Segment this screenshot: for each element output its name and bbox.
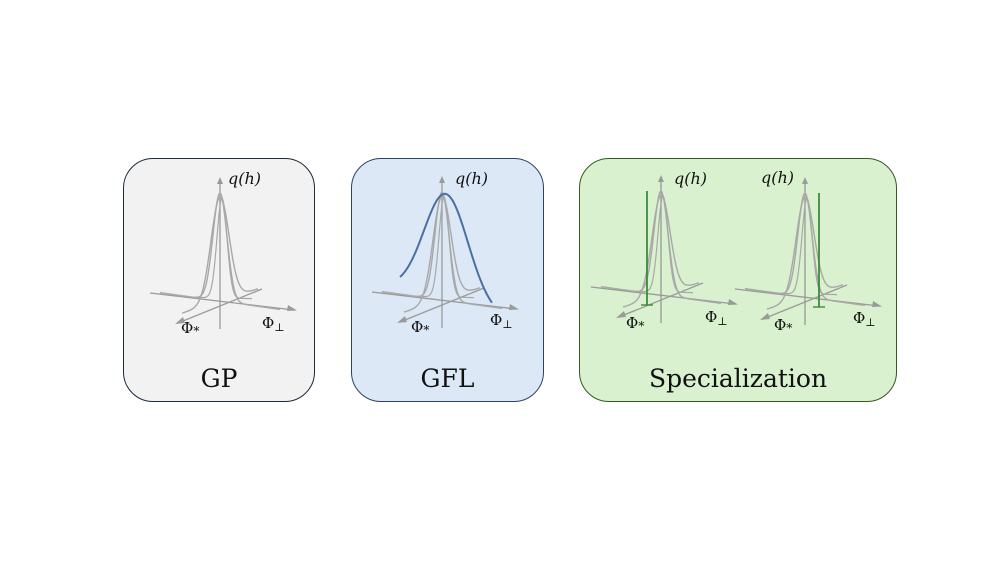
gp-phi-star-label: Φ*	[181, 319, 200, 338]
spec-left-phi-star-label: Φ*	[626, 314, 645, 333]
gaussian-curve-star	[403, 195, 481, 313]
phi-perp-axis	[149, 292, 295, 311]
gp-plot	[149, 177, 297, 329]
gfl-plot	[371, 176, 519, 328]
gaussian-curve-perp	[381, 190, 503, 310]
gfl-q-label: q(h)	[455, 169, 489, 188]
gaussian-curve-perp	[159, 191, 281, 311]
panel-specialization: q(h) Φ* Φ⊥ q(h) Φ* Φ⊥ Specialization	[579, 158, 897, 402]
gaussian-curve-star	[766, 196, 844, 310]
vertical-axis-arrow	[439, 176, 445, 183]
panel-gfl: q(h) Φ* Φ⊥ GFL	[351, 158, 544, 402]
phi-perp-axis-arrow	[287, 305, 297, 311]
phi-star-axis-arrow	[175, 317, 185, 324]
vertical-axis-arrow	[658, 175, 664, 182]
gfl-title: GFL	[420, 364, 475, 393]
gfl-phi-star-label: Φ*	[411, 318, 430, 337]
gaussian-curve-inner	[192, 196, 252, 300]
phi-star-axis	[399, 287, 485, 323]
phi-star-axis-arrow	[397, 316, 407, 323]
gaussian-curve-inner	[777, 196, 837, 296]
spec-right-axes-and-curves	[734, 177, 882, 325]
gp-title: GP	[200, 364, 238, 393]
gaussian-curve-inner	[633, 194, 693, 294]
panel-gp: q(h) Φ* Φ⊥ GP	[123, 158, 315, 402]
spec-left-phi-perp-label: Φ⊥	[705, 308, 728, 328]
phi-star-axis-arrow	[760, 313, 770, 320]
vertical-axis-arrow	[217, 177, 223, 184]
spec-right-phi-star-label: Φ*	[774, 316, 793, 335]
phi-perp-axis	[734, 288, 880, 307]
wide-gaussian-curve	[399, 192, 493, 304]
gp-phi-perp-label: Φ⊥	[262, 314, 285, 334]
phi-perp-axis-arrow	[872, 301, 882, 307]
spec-left-axes-and-curves	[590, 175, 738, 323]
gaussian-curve-star	[181, 196, 259, 314]
gfl-axes-and-curves	[371, 176, 519, 328]
phi-perp-axis-arrow	[509, 304, 519, 310]
specialization-plot	[590, 175, 882, 325]
vertical-axis-arrow	[802, 177, 808, 184]
spec-left-q-label: q(h)	[674, 169, 708, 188]
phi-perp-axis	[590, 286, 736, 305]
gaussian-curve-perp	[744, 191, 866, 307]
phi-perp-axis-arrow	[728, 299, 738, 305]
spec-right-phi-perp-label: Φ⊥	[853, 309, 876, 329]
phi-star-axis	[177, 288, 263, 324]
gaussian-curve-inner	[414, 195, 474, 299]
gaussian-curve-star	[622, 194, 700, 308]
gfl-phi-perp-label: Φ⊥	[490, 311, 513, 331]
phi-star-axis	[762, 284, 848, 320]
specialization-title: Specialization	[648, 364, 828, 393]
phi-star-axis	[618, 282, 704, 318]
gp-q-label: q(h)	[228, 169, 262, 188]
gaussian-curve-perp	[600, 189, 722, 305]
spec-right-q-label: q(h)	[761, 168, 795, 187]
gp-axes-and-curves	[149, 177, 297, 329]
phi-star-axis-arrow	[616, 311, 626, 318]
phi-perp-axis	[371, 291, 517, 310]
